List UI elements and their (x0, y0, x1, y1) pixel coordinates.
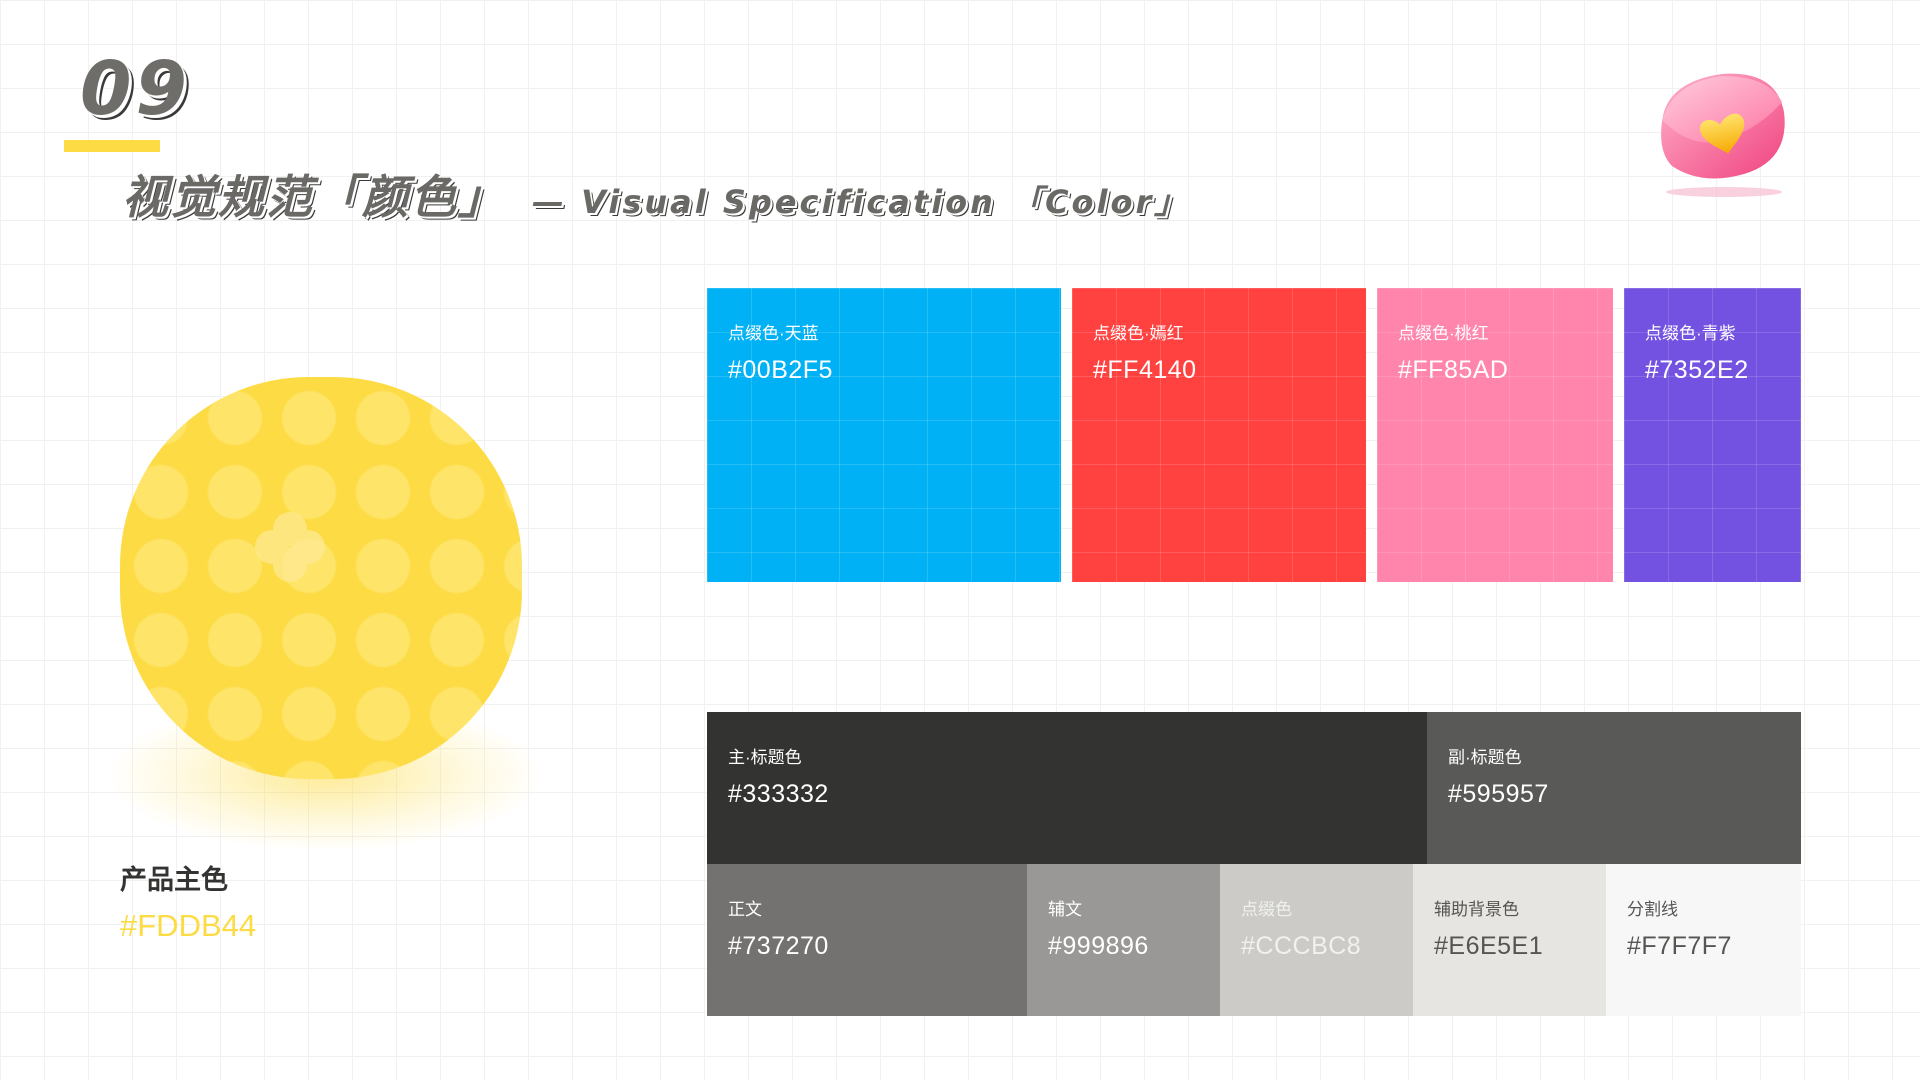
clover-pattern-icon (255, 512, 325, 582)
swatch-hex: #999896 (1048, 932, 1149, 960)
title-swatch-secondary: 副·标题色 #595957 (1427, 712, 1801, 864)
swatch-label: 辅助背景色 (1434, 900, 1519, 919)
swatch-hex: #7352E2 (1645, 356, 1749, 384)
text-swatch-body: 正文 #737270 (707, 864, 1027, 1016)
page-title: 视觉规范「颜色」 — Visual Specification 「Color」 (122, 172, 1189, 223)
swatch-hex: #FF85AD (1398, 356, 1509, 384)
accent-swatch-red: 点缀色·嫣红 #FF4140 (1072, 288, 1366, 582)
accent-swatch-pink: 点缀色·桃红 #FF85AD (1377, 288, 1613, 582)
swatch-hex: #595957 (1448, 780, 1549, 808)
swatch-hex: #00B2F5 (728, 356, 833, 384)
page-title-cn: 视觉规范「颜色」 (122, 170, 506, 224)
text-swatch-accent: 点缀色 #CCCBC8 (1220, 864, 1413, 1016)
text-swatch-secondary: 辅文 #999896 (1027, 864, 1220, 1016)
swatch-hex: #FF4140 (1093, 356, 1197, 384)
swatch-label: 点缀色·桃红 (1398, 324, 1489, 343)
swatch-label: 副·标题色 (1448, 748, 1522, 767)
swatch-label: 正文 (728, 900, 762, 919)
swatch-label: 点缀色 (1241, 900, 1292, 919)
swatch-label: 辅文 (1048, 900, 1082, 919)
page-number: 09 (80, 46, 191, 132)
text-swatch-aux-background: 辅助背景色 #E6E5E1 (1413, 864, 1606, 1016)
primary-color-name: 产品主色 (120, 865, 228, 895)
swatch-label: 点缀色·天蓝 (728, 324, 819, 343)
swatch-hex: #737270 (728, 932, 829, 960)
swatch-hex: #CCCBC8 (1241, 932, 1362, 960)
page-number-underline (64, 140, 160, 152)
swatch-label: 点缀色·青紫 (1645, 324, 1736, 343)
text-swatch-divider: 分割线 #F7F7F7 (1606, 864, 1801, 1016)
page-title-en: — Visual Specification 「Color」 (532, 183, 1190, 221)
heart-envelope-icon (1661, 73, 1785, 197)
accent-swatch-sky-blue: 点缀色·天蓝 #00B2F5 (707, 288, 1061, 582)
primary-color-hex: #FDDB44 (120, 908, 257, 943)
swatch-label: 点缀色·嫣红 (1093, 324, 1184, 343)
swatch-label: 主·标题色 (728, 748, 802, 767)
swatch-label: 分割线 (1627, 900, 1678, 919)
primary-color-swatch (120, 377, 522, 779)
swatch-hex: #E6E5E1 (1434, 932, 1544, 960)
accent-swatch-purple: 点缀色·青紫 #7352E2 (1624, 288, 1801, 582)
swatch-hex: #F7F7F7 (1627, 932, 1732, 960)
title-swatch-primary: 主·标题色 #333332 (707, 712, 1427, 864)
swatch-hex: #333332 (728, 780, 829, 808)
